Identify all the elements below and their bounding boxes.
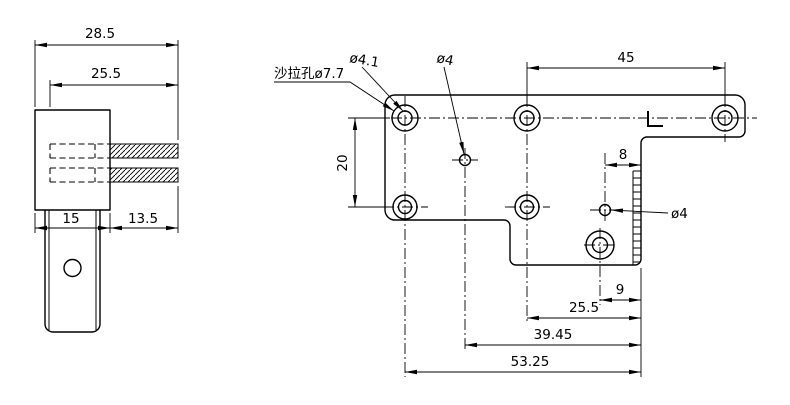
- hole-small-right: [598, 203, 612, 217]
- threaded-stud-bottom: [109, 167, 179, 183]
- dim-right-hole-offset-label: 8: [619, 147, 628, 163]
- dim-body-width-label: 15: [62, 211, 79, 227]
- bend-mark: [647, 111, 663, 127]
- dim-span-overall-label: 53.25: [511, 354, 550, 370]
- lower-arm-outline: [44, 209, 101, 333]
- dim-body-width: [34, 186, 179, 233]
- left-view: 28.5 25.5 15 13.5: [34, 26, 179, 333]
- countersink-label: 沙拉孔ø7.7: [274, 66, 344, 82]
- hole-top-right: [711, 104, 739, 132]
- hidden-slot-lines: [49, 143, 110, 183]
- leader-countersink: [274, 81, 395, 112]
- center-lines: [372, 96, 757, 377]
- threaded-stud-top: [109, 143, 179, 159]
- dim-top-hole-span-label: 45: [617, 50, 634, 66]
- leader-hole-4-top: [443, 66, 465, 155]
- dim-span-mid-label: 25.5: [569, 300, 599, 316]
- dim-stud-length-label: 13.5: [128, 211, 158, 227]
- hole-lower-left: [392, 194, 418, 220]
- dim-left-hole-span-label: 20: [335, 154, 351, 171]
- leader-hole-4-1: [361, 66, 404, 112]
- dim-overall-width-label: 28.5: [85, 26, 115, 42]
- flange-hatch: [632, 170, 641, 265]
- hole-small-mid: [458, 153, 472, 167]
- dim-large-hole-offset: [600, 268, 642, 377]
- hole-4-1-label: ø4.1: [348, 50, 380, 71]
- hole-top-left: [391, 104, 419, 132]
- dim-large-hole-offset-label: 9: [616, 282, 625, 298]
- hole-4-top-label: ø4: [435, 50, 455, 69]
- hole-large: [585, 230, 615, 260]
- dim-upper-width: [49, 80, 178, 107]
- hole-lower-middle: [514, 194, 540, 220]
- dim-left-hole-span: [348, 117, 390, 208]
- hole-top-middle: [513, 104, 541, 132]
- leader-hole-4-right: [610, 208, 669, 214]
- dim-overall-width: [34, 40, 179, 140]
- arm-hole: [63, 258, 82, 278]
- right-view: 45 20 8 9 25.5 39.45: [274, 50, 757, 377]
- dim-top-hole-span: [526, 62, 726, 103]
- dim-span-small-hole-label: 39.45: [534, 327, 573, 343]
- dim-upper-width-label: 25.5: [91, 66, 121, 82]
- hole-4-right-label: ø4: [671, 206, 688, 222]
- plate-outline: [384, 94, 746, 266]
- body-outline: [34, 109, 111, 211]
